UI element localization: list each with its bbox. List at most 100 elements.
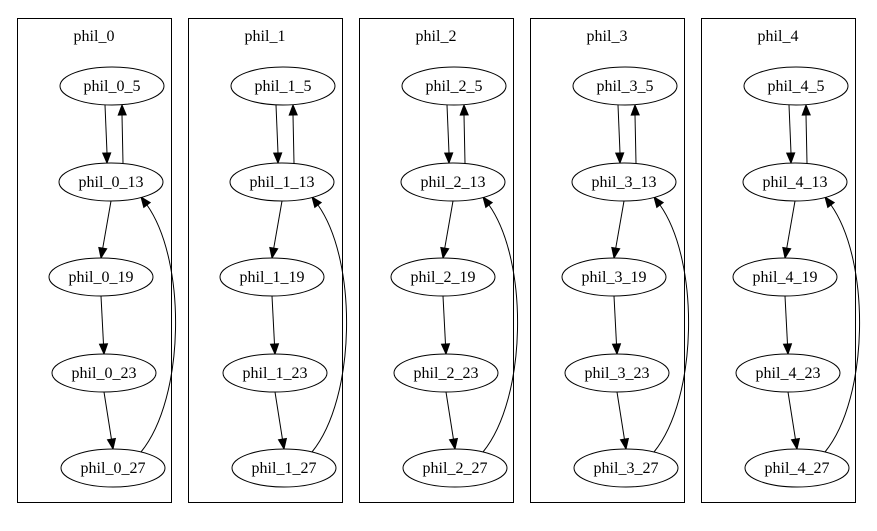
arrowhead xyxy=(269,246,279,260)
node-phil_2_23: phil_2_23 xyxy=(393,353,499,393)
node-ellipse xyxy=(229,162,335,202)
arrowhead xyxy=(311,195,323,209)
arrowhead xyxy=(459,103,469,116)
edge-phil_3_13-to-phil_3_5 xyxy=(630,103,640,164)
node-ellipse xyxy=(572,66,678,106)
edge-phil_2_13-to-phil_2_19 xyxy=(440,200,454,260)
edge-phil_3_13-to-phil_3_19 xyxy=(611,200,625,260)
node-ellipse xyxy=(571,162,677,202)
node-ellipse xyxy=(573,448,679,488)
arrowhead xyxy=(440,246,450,260)
node-ellipse xyxy=(51,353,157,393)
node-ellipse xyxy=(401,66,507,106)
node-phil_4_23: phil_4_23 xyxy=(735,353,841,393)
node-label: phil_4_23 xyxy=(756,365,821,382)
cluster-box xyxy=(530,18,685,503)
node-phil_1_5: phil_1_5 xyxy=(230,66,336,106)
node-label: phil_3_5 xyxy=(597,78,654,95)
edge-phil_1_5-to-phil_1_13 xyxy=(272,104,283,165)
arrowhead xyxy=(630,103,640,116)
cluster-box xyxy=(17,18,172,503)
edge-line xyxy=(824,204,861,453)
edge-line xyxy=(121,114,124,164)
node-label: phil_1_5 xyxy=(255,78,312,95)
edge-line xyxy=(274,391,283,440)
node-label: phil_3_13 xyxy=(592,174,657,191)
edge-phil_3_19-to-phil_3_23 xyxy=(611,295,622,356)
cluster-label: phil_2 xyxy=(416,28,457,45)
node-ellipse xyxy=(60,448,166,488)
edge-line xyxy=(102,200,112,249)
edge-phil_3_5-to-phil_3_13 xyxy=(614,104,625,165)
edge-phil_2_13-to-phil_2_5 xyxy=(459,103,469,164)
edge-phil_1_23-to-phil_1_27 xyxy=(274,391,288,451)
node-label: phil_2_5 xyxy=(426,78,483,95)
node-label: phil_3_23 xyxy=(585,365,650,382)
edge-phil_0_13-to-phil_0_19 xyxy=(98,200,112,260)
node-phil_0_13: phil_0_13 xyxy=(58,162,164,202)
edge-phil_1_19-to-phil_1_23 xyxy=(269,295,280,356)
node-label: phil_4_19 xyxy=(753,269,818,286)
edge-phil_0_13-to-phil_0_5 xyxy=(117,103,127,164)
node-ellipse xyxy=(58,162,164,202)
cluster-phil_1: phil_1 xyxy=(188,18,343,503)
cluster-phil_3: phil_3 xyxy=(530,18,685,503)
node-ellipse xyxy=(219,257,325,297)
edge-phil_4_13-to-phil_4_5 xyxy=(801,103,811,164)
arrowhead xyxy=(785,152,796,165)
node-phil_2_27: phil_2_27 xyxy=(402,448,508,488)
edge-line xyxy=(786,200,796,249)
edge-phil_3_27-to-phil_3_13 xyxy=(653,195,690,453)
node-ellipse xyxy=(230,66,336,106)
node-label: phil_3_27 xyxy=(594,460,659,477)
arrowhead xyxy=(619,437,630,451)
edge-line xyxy=(311,204,348,453)
node-phil_2_19: phil_2_19 xyxy=(390,257,496,297)
arrowhead xyxy=(614,152,625,165)
node-ellipse xyxy=(402,448,508,488)
edge-line xyxy=(442,295,446,345)
arrowhead xyxy=(140,195,152,209)
cluster-box xyxy=(359,18,514,503)
edge-line xyxy=(613,295,617,345)
arrowhead xyxy=(443,152,454,165)
node-ellipse xyxy=(742,162,848,202)
node-phil_1_13: phil_1_13 xyxy=(229,162,335,202)
node-label: phil_4_27 xyxy=(765,460,830,477)
node-ellipse xyxy=(231,448,337,488)
node-label: phil_0_19 xyxy=(69,269,134,286)
edge-line xyxy=(784,295,788,345)
node-phil_1_27: phil_1_27 xyxy=(231,448,337,488)
cluster-phil_2: phil_2 xyxy=(359,18,514,503)
node-label: phil_4_5 xyxy=(768,78,825,95)
node-ellipse xyxy=(222,353,328,393)
node-ellipse xyxy=(400,162,506,202)
arrowhead xyxy=(269,343,280,356)
node-phil_0_23: phil_0_23 xyxy=(51,353,157,393)
arrowhead xyxy=(782,343,793,356)
node-ellipse xyxy=(744,448,850,488)
node-label: phil_0_5 xyxy=(84,78,141,95)
edge-phil_2_27-to-phil_2_13 xyxy=(482,195,519,453)
arrowhead xyxy=(824,195,836,209)
node-ellipse xyxy=(561,257,667,297)
node-phil_4_27: phil_4_27 xyxy=(744,448,850,488)
arrowhead xyxy=(98,246,108,260)
node-phil_3_23: phil_3_23 xyxy=(564,353,670,393)
edge-phil_0_27-to-phil_0_13 xyxy=(140,195,177,453)
node-phil_2_5: phil_2_5 xyxy=(401,66,507,106)
edge-phil_2_19-to-phil_2_23 xyxy=(440,295,451,356)
edge-line xyxy=(805,114,808,164)
edge-phil_4_5-to-phil_4_13 xyxy=(785,104,796,165)
node-phil_0_5: phil_0_5 xyxy=(59,66,165,106)
arrowhead xyxy=(106,437,117,451)
edge-phil_2_5-to-phil_2_13 xyxy=(443,104,454,165)
edge-phil_4_27-to-phil_4_13 xyxy=(824,195,861,453)
node-phil_2_13: phil_2_13 xyxy=(400,162,506,202)
edge-phil_4_23-to-phil_4_27 xyxy=(787,391,801,451)
edge-line xyxy=(100,295,104,345)
cluster-box xyxy=(188,18,343,503)
arrowhead xyxy=(98,343,109,356)
cluster-phil_0: phil_0 xyxy=(17,18,172,503)
node-label: phil_1_13 xyxy=(250,174,315,191)
